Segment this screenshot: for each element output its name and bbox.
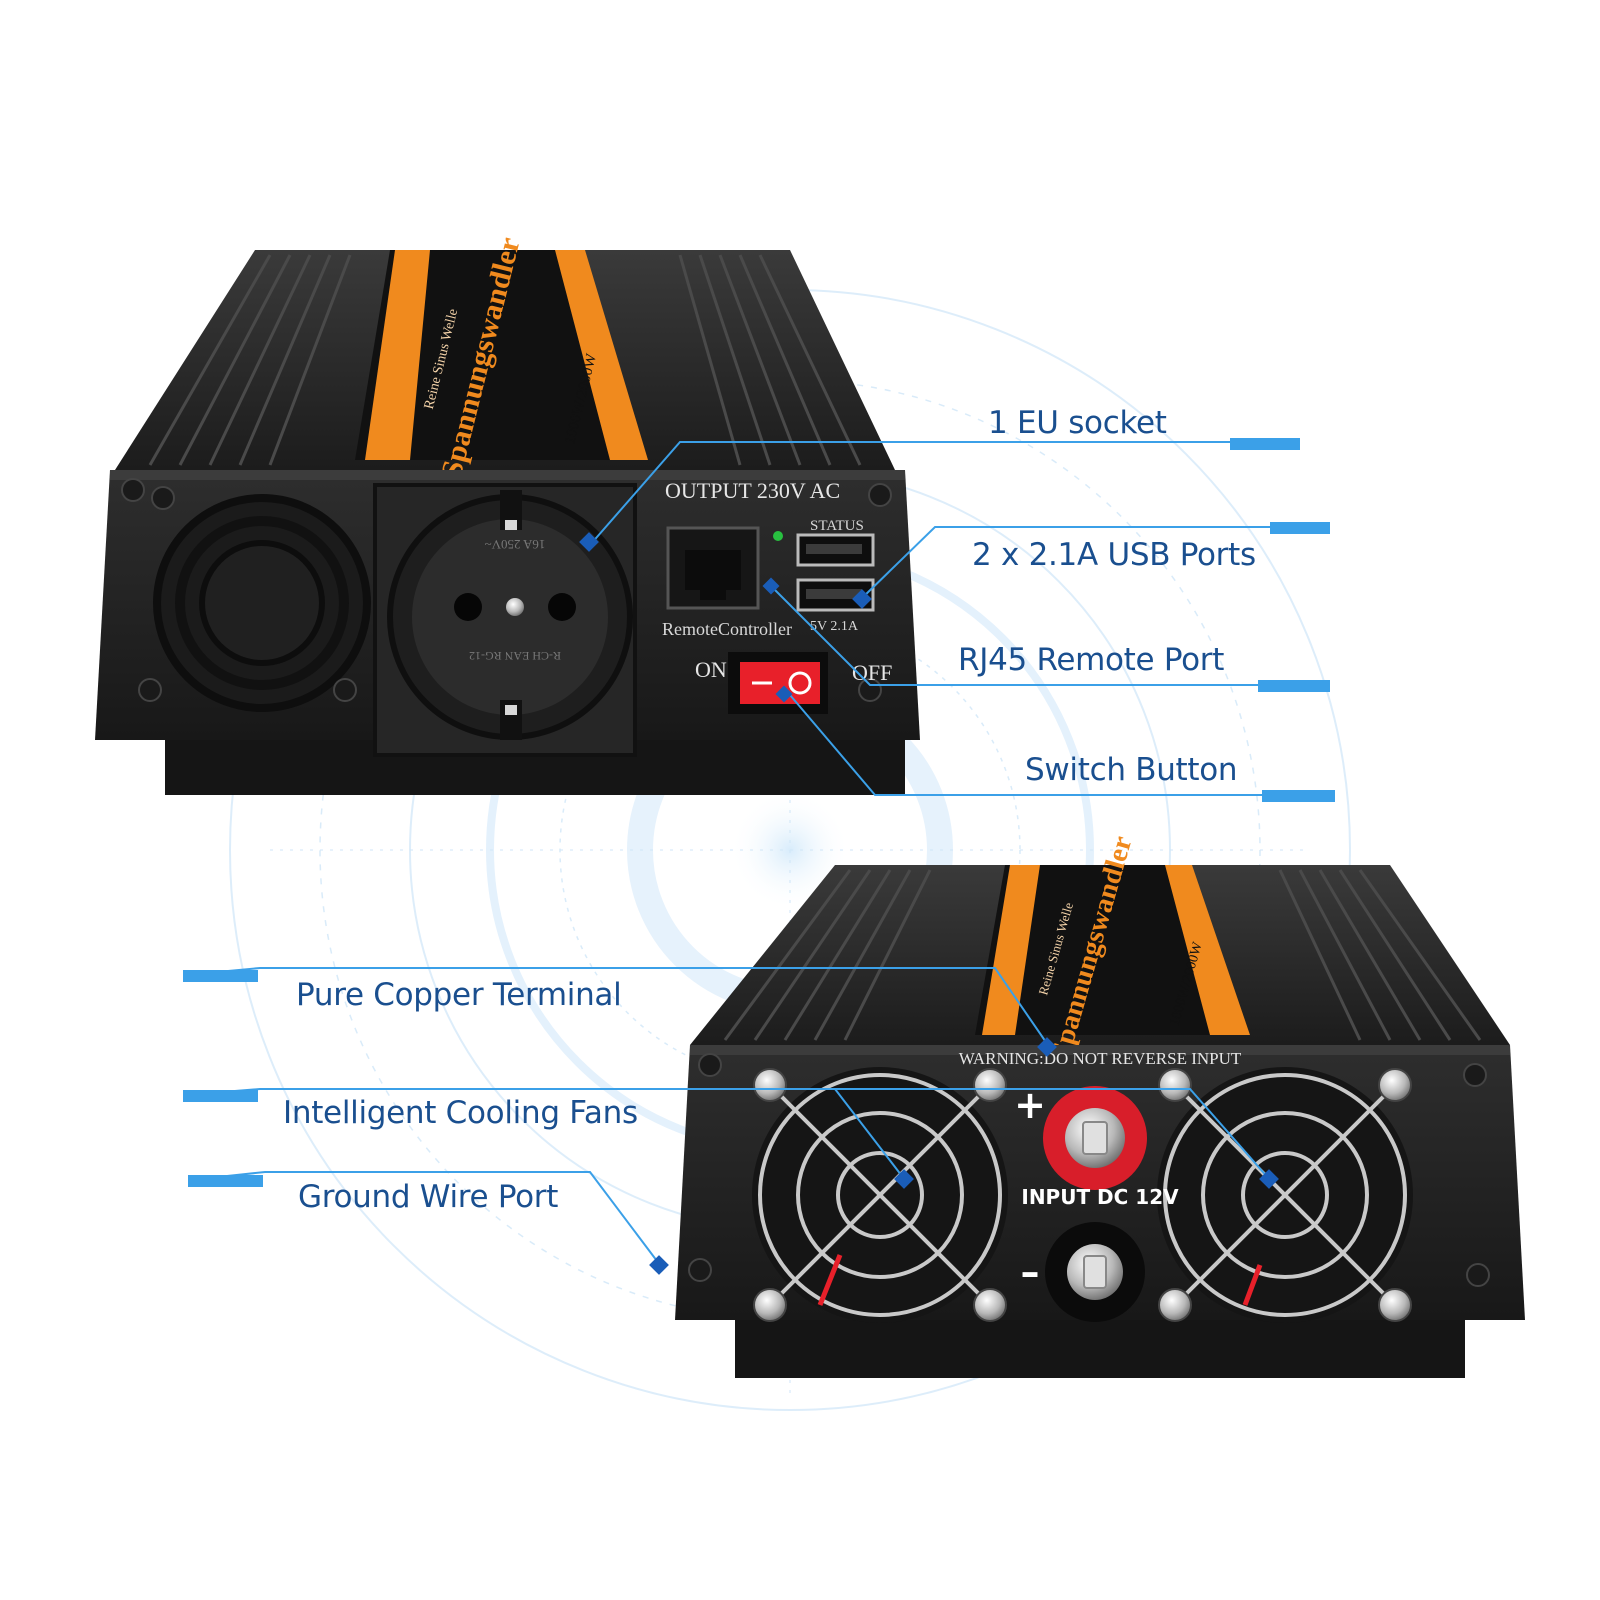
rear-fan-right — [1157, 1067, 1413, 1323]
front-callout-caps — [579, 438, 1335, 802]
rj45-port-callout: RJ45 Remote Port — [958, 642, 1225, 678]
socket-cert-text: R-CH EAN RG-12 — [469, 649, 561, 663]
copper-terminal-callout: Pure Copper Terminal — [296, 977, 622, 1013]
plus-sign: + — [1014, 1083, 1046, 1127]
status-led — [773, 531, 783, 541]
socket-rating-text: 16A 250V~ — [485, 537, 546, 552]
on-label: ON — [695, 657, 727, 682]
output-label: OUTPUT 230V AC — [665, 478, 840, 503]
rear-callout-caps — [183, 970, 1279, 1275]
ground-wire-callout: Ground Wire Port — [298, 1179, 559, 1215]
status-label: STATUS — [810, 518, 864, 534]
minus-sign: – — [1021, 1250, 1040, 1294]
remote-label: RemoteController — [662, 619, 792, 639]
warning-label: WARNING:DO NOT REVERSE INPUT — [959, 1049, 1242, 1068]
rear-inverter: Spannungswandler Reine Sinus Welle 1000W… — [675, 833, 1525, 1378]
front-inverter: Spannungswandler Reine Sinus Welle 1000W… — [95, 234, 920, 795]
usb-ports — [796, 533, 875, 612]
rear-screws — [753, 1068, 1412, 1322]
usb-ports-callout: 2 x 2.1A USB Ports — [972, 537, 1256, 573]
input-label: INPUT DC 12V — [1021, 1185, 1179, 1209]
eu-socket: 16A 250V~ R-CH EAN RG-12 — [373, 483, 637, 757]
positive-terminal — [1043, 1086, 1147, 1190]
switch-button-callout: Switch Button — [1025, 752, 1238, 788]
power-switch — [728, 652, 828, 714]
negative-terminal — [1045, 1222, 1145, 1322]
front-fan — [153, 494, 371, 712]
rear-fan-left — [752, 1067, 1008, 1323]
eu-socket-callout: 1 EU socket — [988, 405, 1167, 441]
cooling-fans-callout: Intelligent Cooling Fans — [283, 1095, 638, 1131]
rj45-port — [666, 526, 760, 610]
usb-spec-label: 5V 2.1A — [810, 619, 859, 634]
top-fins — [148, 254, 862, 466]
front-callout-lines — [589, 441, 1335, 796]
